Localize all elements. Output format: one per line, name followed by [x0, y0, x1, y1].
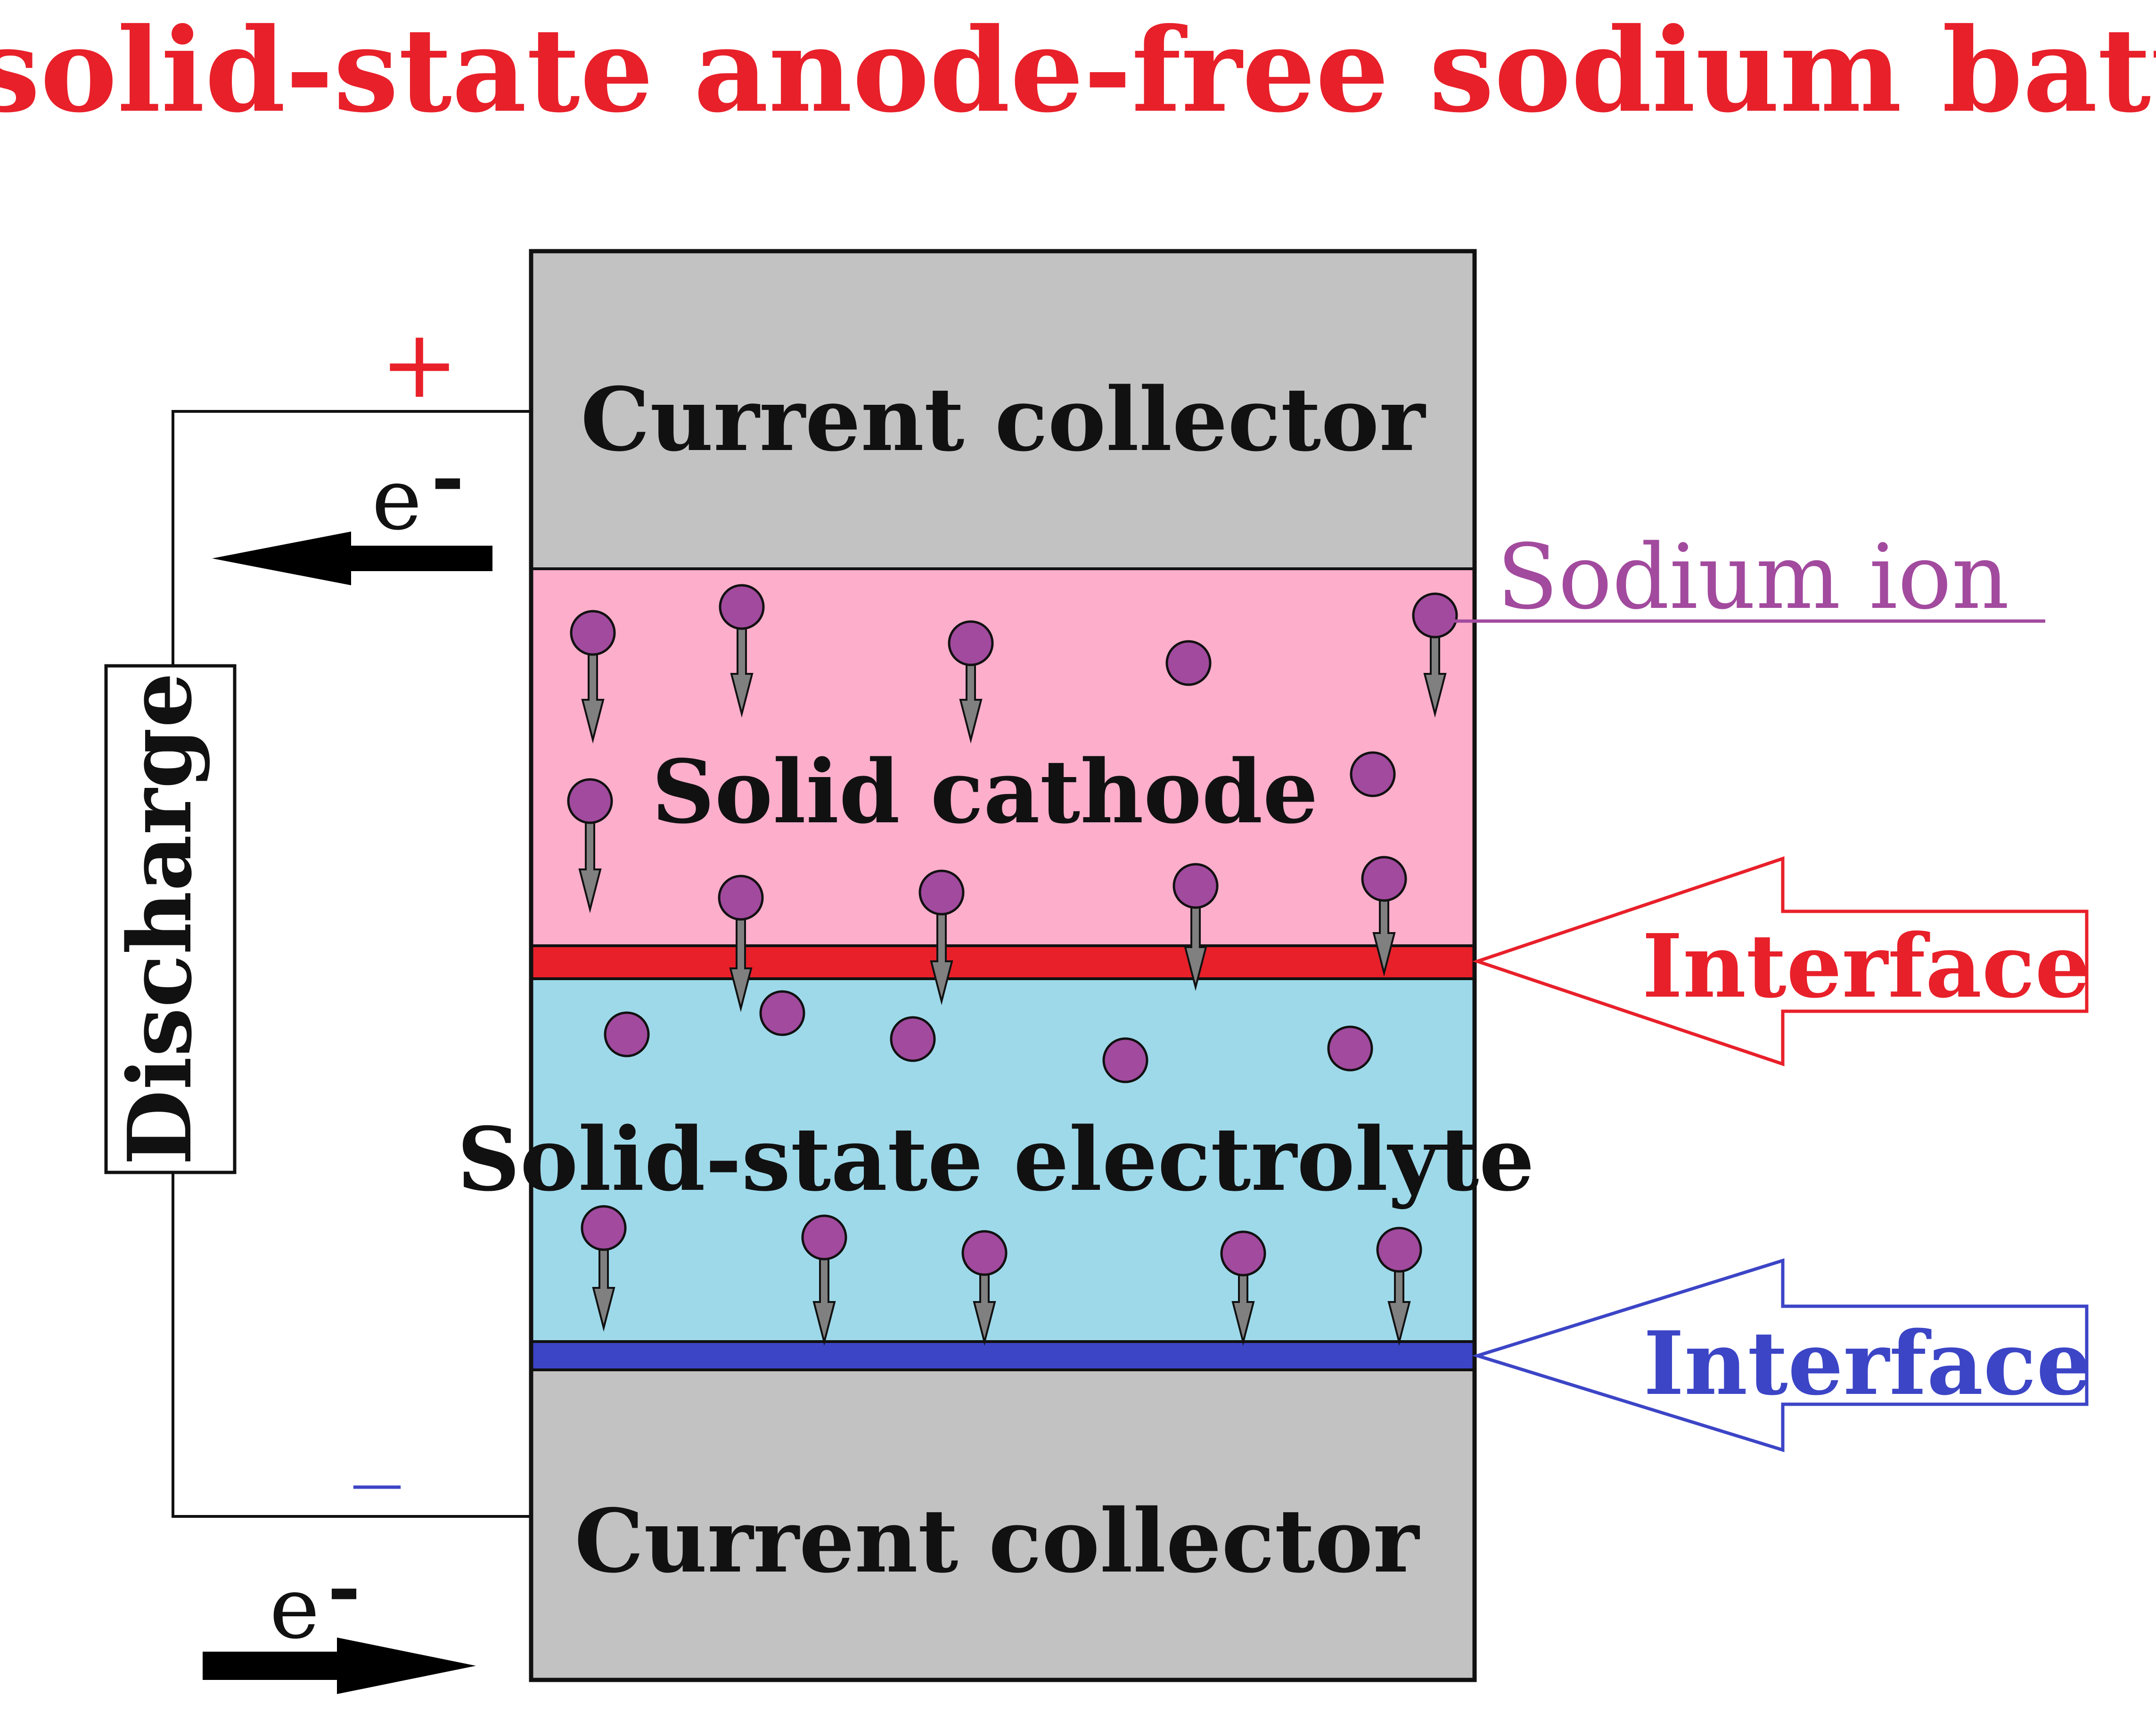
sodium-ion-icon	[581, 1205, 627, 1251]
ion-motion-arrow-icon	[581, 652, 605, 744]
ion-motion-arrow-icon	[1423, 634, 1447, 718]
ion-motion-arrow-icon	[592, 1247, 615, 1332]
electron-top-label: e	[372, 450, 422, 549]
sodium-ion-icon	[719, 584, 765, 630]
ion-motion-arrow-icon	[1184, 905, 1207, 991]
bottom-current-collector	[531, 1370, 1475, 1680]
discharge-label: Discharge	[108, 672, 211, 1165]
sodium-ion-icon	[1412, 592, 1458, 639]
sodium-ion-icon	[1220, 1230, 1266, 1277]
sodium-ion-icon	[1327, 1025, 1373, 1072]
discharge-box	[104, 664, 237, 1174]
minus-sign: —	[351, 1453, 403, 1513]
solid-cathode	[531, 569, 1475, 946]
sodium-ion-icon	[1376, 1227, 1422, 1273]
ion-motion-arrow-icon	[729, 917, 753, 1012]
electron-bottom-label: e	[270, 1559, 320, 1658]
sodium-ion-icon	[890, 1016, 936, 1062]
sodium-ion-icon	[1172, 863, 1219, 909]
ion-motion-arrow-icon	[1372, 898, 1396, 977]
ion-motion-arrow-icon	[578, 820, 602, 913]
anode-interface-layer	[531, 1342, 1475, 1370]
ion-motion-arrow-icon	[1387, 1269, 1411, 1346]
solid-state-electrolyte	[531, 979, 1475, 1342]
sodium-ion-label: Sodium ion	[1497, 525, 2009, 629]
cathode-interface-label: Interface	[1642, 915, 2090, 1017]
anode-interface-label: Interface	[1643, 1312, 2091, 1415]
sodium-ion-icon	[567, 778, 613, 824]
sodium-ion-icon	[961, 1230, 1008, 1276]
electrolyte-label: Solid-state electrolyte	[457, 1108, 1534, 1211]
bottom-collector-label: Current collector	[574, 1490, 1420, 1592]
electron-flow-bottom-icon	[203, 1638, 476, 1694]
ion-motion-arrow-icon	[730, 626, 754, 718]
plus-sign: +	[380, 310, 459, 419]
circuit-wire	[172, 410, 531, 1518]
sodium-ion-icon	[918, 869, 965, 916]
electron-top-charge: -	[431, 430, 465, 524]
cathode-label: Solid cathode	[652, 740, 1318, 843]
electron-bottom-charge: -	[328, 1540, 361, 1635]
top-collector-label: Current collector	[581, 368, 1426, 471]
ion-motion-arrow-icon	[1231, 1272, 1255, 1346]
sodium-ion-icon	[759, 990, 805, 1036]
ion-motion-arrow-icon	[973, 1272, 996, 1346]
battery-outline	[529, 249, 1477, 1682]
ion-motion-arrow-icon	[930, 911, 953, 1005]
sodium-ions	[567, 584, 1458, 1346]
anode-interface-arrow-icon	[1472, 1258, 2089, 1452]
sodium-ion-icon	[1165, 640, 1212, 686]
sodium-ion-icon	[1102, 1037, 1148, 1083]
top-current-collector	[531, 251, 1475, 569]
sodium-ion-icon	[801, 1214, 847, 1261]
sodium-ion-icon	[570, 610, 616, 656]
cathode-interface-arrow-icon	[1472, 856, 2089, 1066]
sodium-ion-icon	[718, 875, 764, 921]
diagram-title: All-solid-state anode-free sodium batter…	[0, 2, 2156, 138]
sodium-ion-icon	[1361, 856, 1407, 902]
ion-motion-arrow-icon	[812, 1256, 836, 1346]
sodium-ion-icon	[948, 620, 994, 666]
ion-motion-arrow-icon	[959, 662, 983, 744]
layer-dividers	[531, 567, 1475, 1371]
electron-flow-top-icon	[212, 532, 492, 585]
cathode-interface-layer	[531, 946, 1475, 979]
sodium-ion-icon	[1350, 751, 1396, 797]
sodium-ion-icon	[604, 1011, 650, 1057]
